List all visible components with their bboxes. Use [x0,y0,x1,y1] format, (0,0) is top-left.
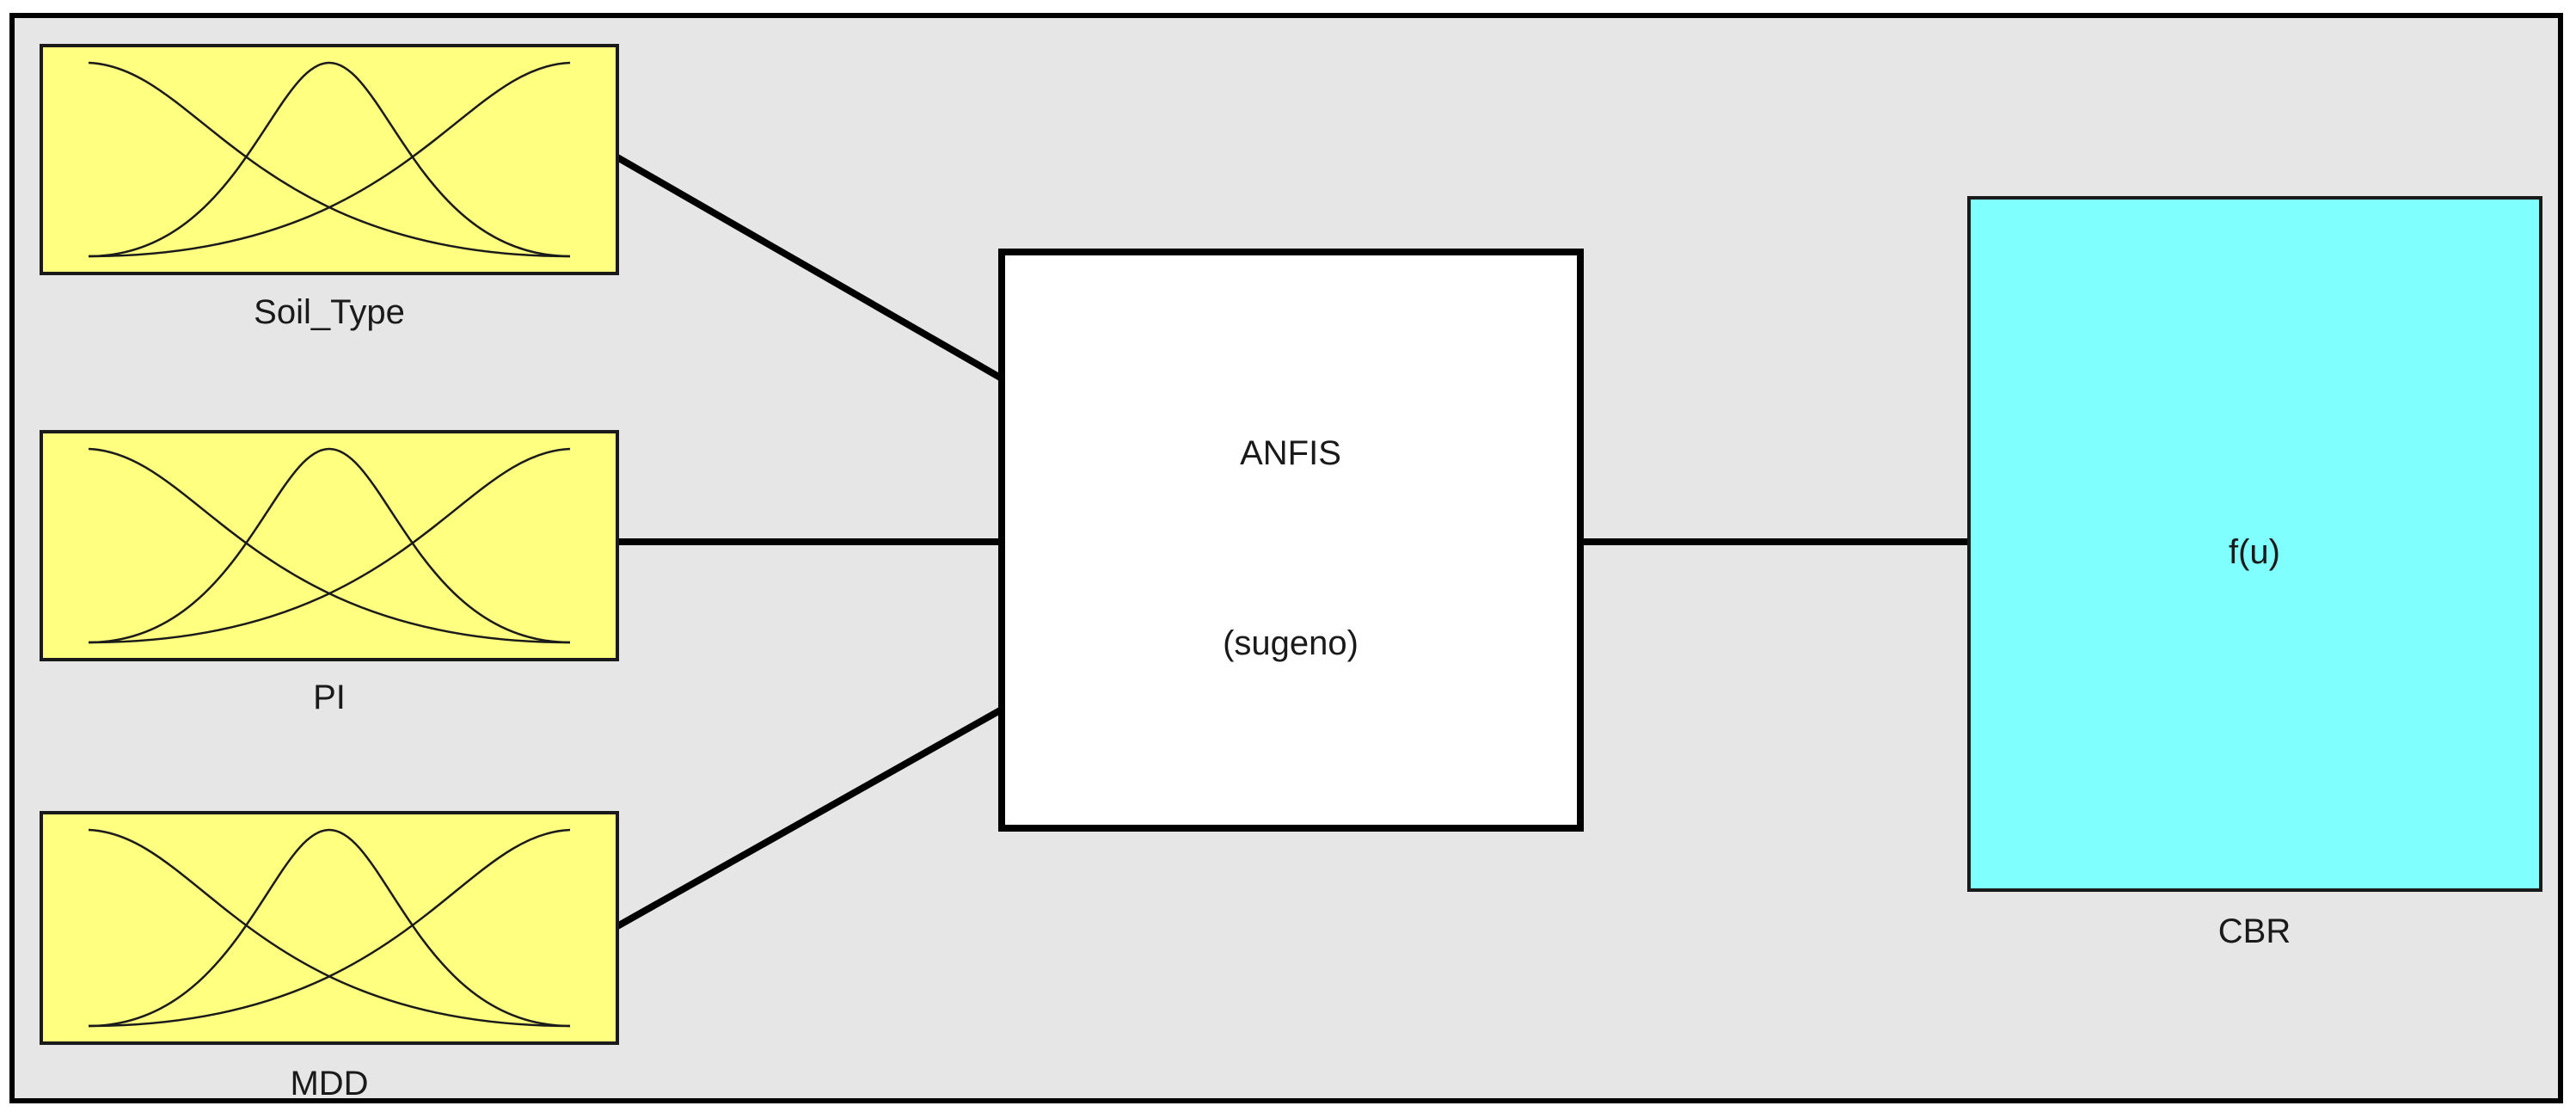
input-label-pi: PI [313,679,346,716]
membership-functions-icon [88,828,571,1028]
input-block-pi[interactable] [40,430,619,661]
system-name: ANFIS [1240,434,1341,472]
membership-functions-icon [88,61,571,258]
system-type: (sugeno) [1223,624,1359,662]
input-label-soil-type: Soil_Type [254,293,405,331]
output-function: f(u) [2229,533,2280,571]
input-block-soil-type[interactable] [40,44,619,275]
input-block-mdd[interactable] [40,811,619,1045]
connector-mdd [616,706,1003,930]
output-block[interactable] [1967,196,2542,892]
system-block[interactable] [998,249,1584,832]
input-label-mdd: MDD [290,1065,369,1103]
output-label-cbr: CBR [2217,912,2291,950]
membership-functions-icon [88,447,571,644]
connector-soil-type [616,154,1003,382]
